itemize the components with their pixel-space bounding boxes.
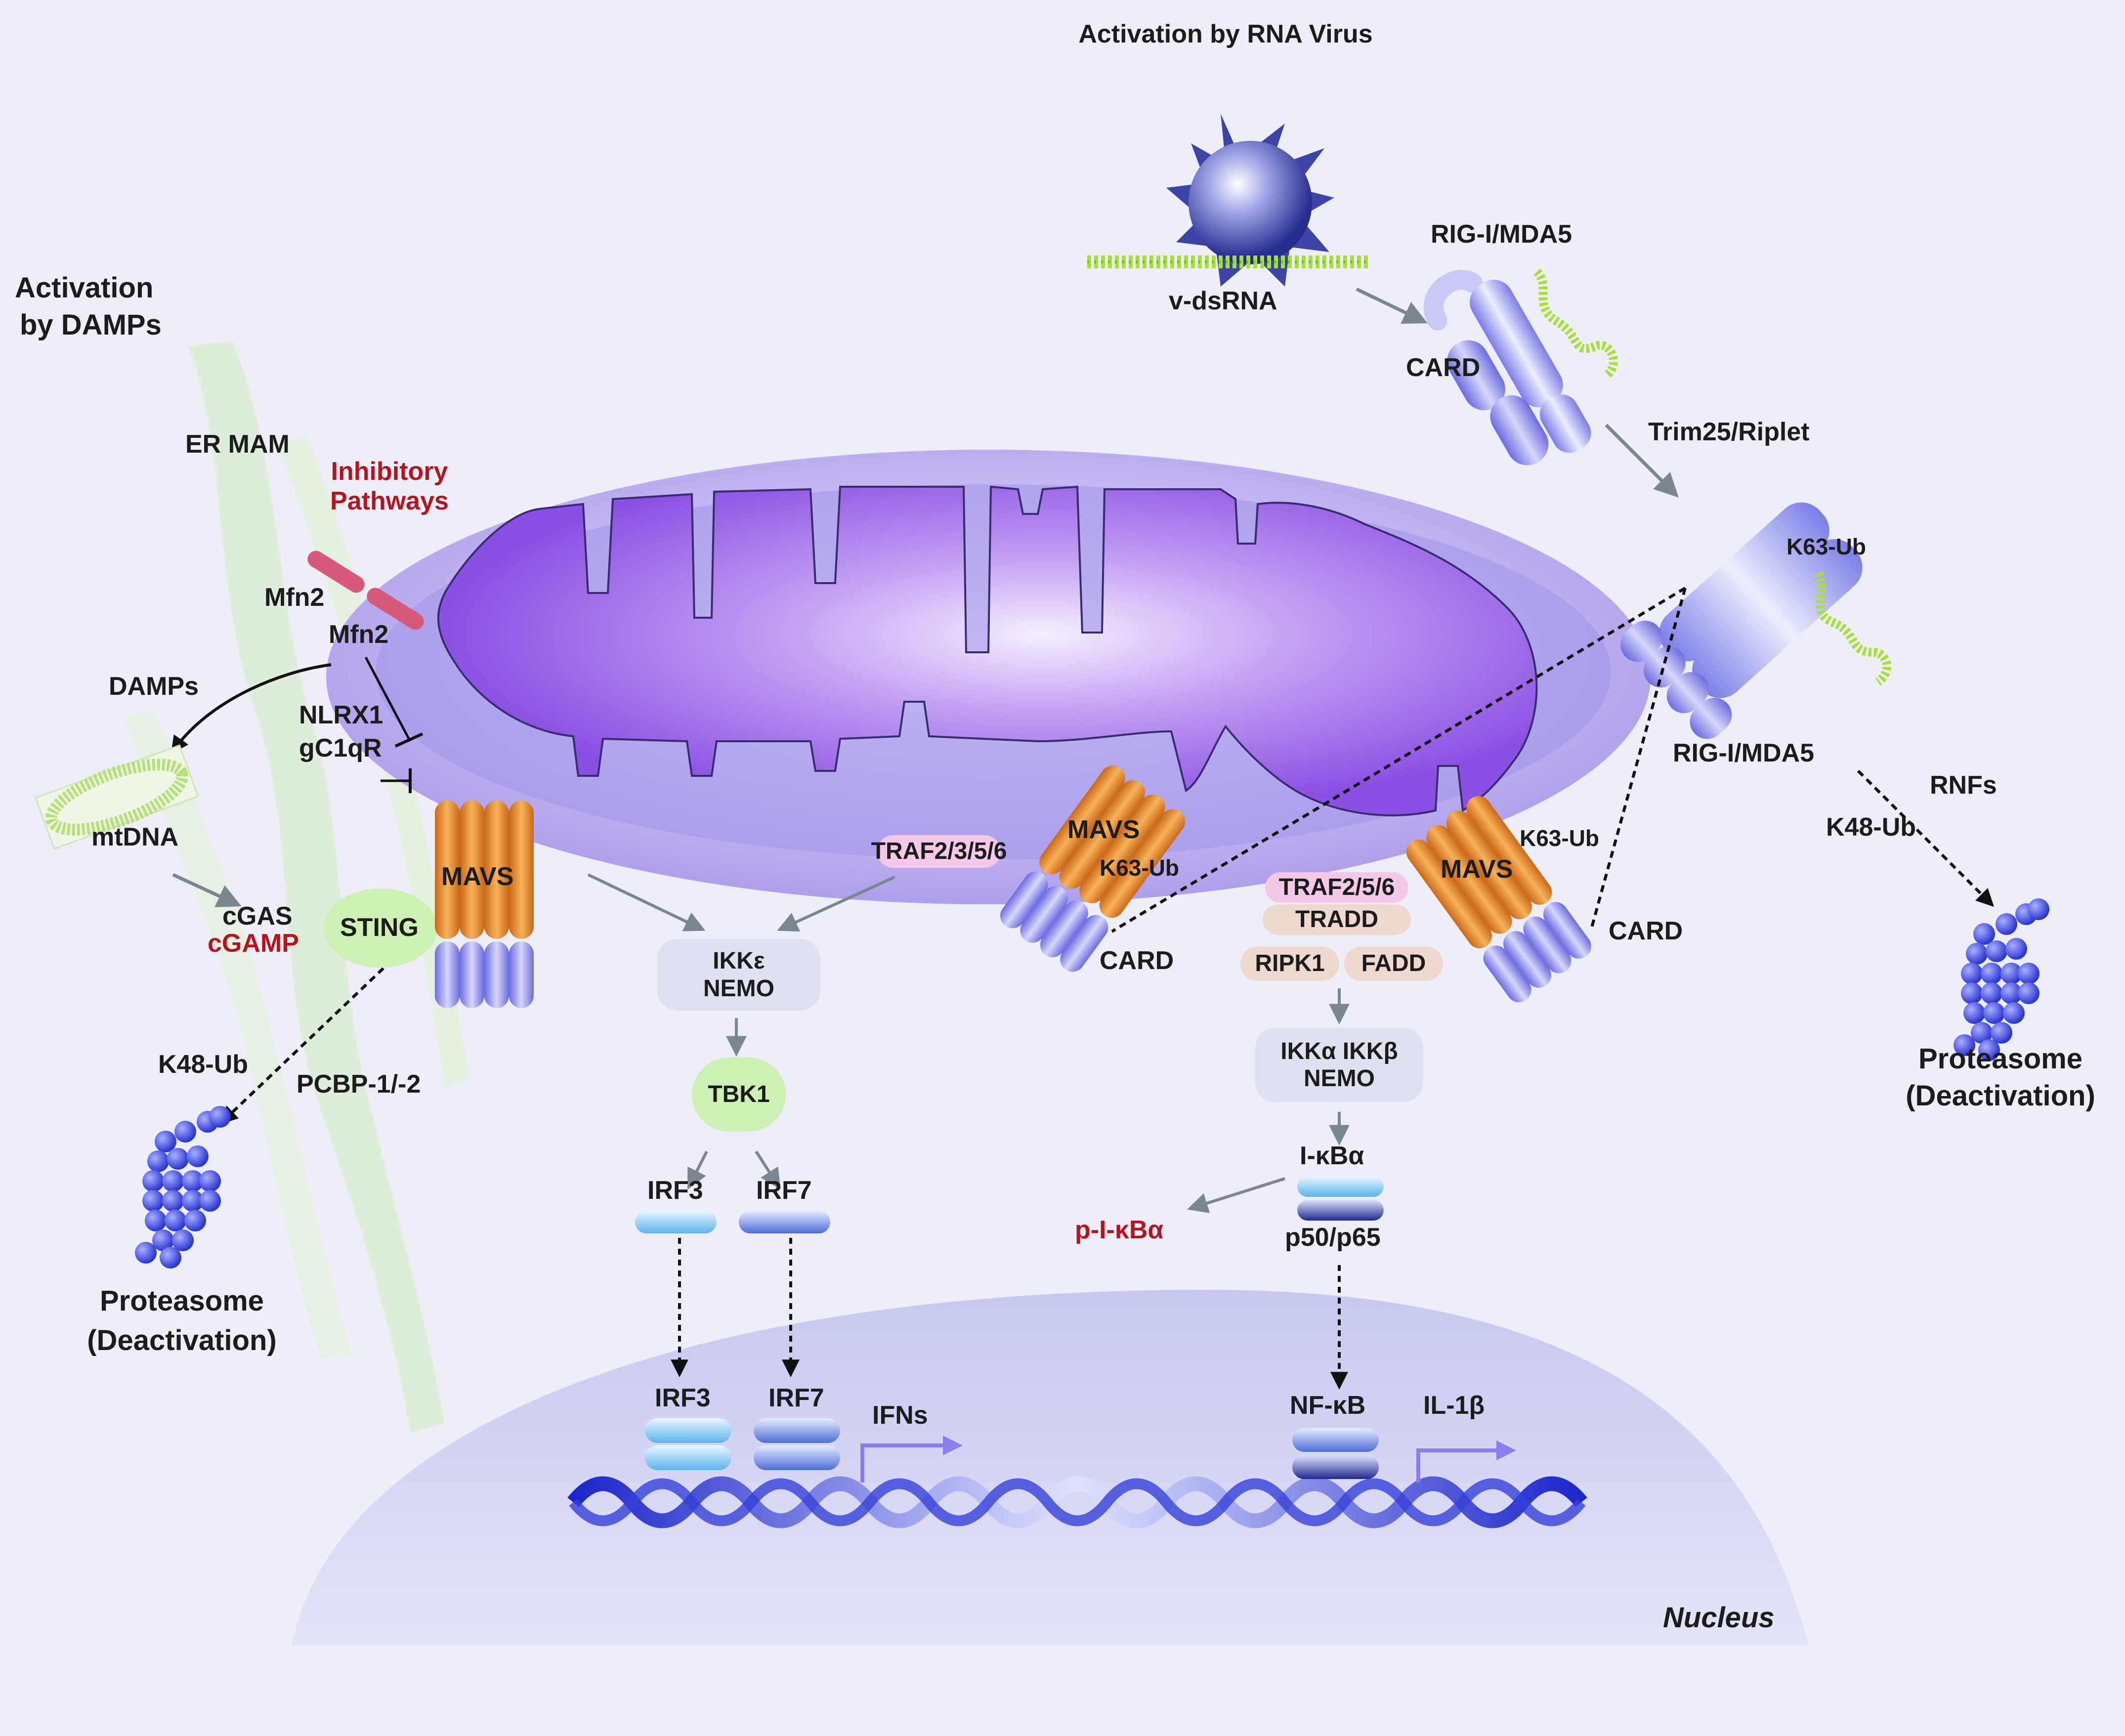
sting-shape	[324, 889, 437, 968]
rnfs-label: RNFs	[1930, 771, 1997, 800]
trim25-label: Trim25/Riplet	[1648, 418, 1810, 446]
damps-title-line1: Activation	[15, 272, 154, 304]
fadd-pill: FADD	[1344, 946, 1443, 981]
nfkb-label: NF-κB	[1290, 1391, 1366, 1420]
proteasome-left-icon	[135, 1106, 231, 1269]
rig-i-active	[1620, 502, 1863, 739]
k48-left-label: K48-Ub	[158, 1050, 249, 1079]
rig-top-label: RIG-I/MDA5	[1431, 220, 1572, 249]
dna-helix	[567, 1476, 1587, 1528]
irf7-cyto-shape	[739, 1211, 830, 1233]
cgas-label: cGAS	[222, 902, 293, 931]
card-right-label: CARD	[1609, 917, 1683, 945]
inhibitory-label-1: Inhibitory	[331, 457, 448, 486]
damps-label: DAMPs	[109, 672, 199, 701]
rig-i-inactive	[1424, 270, 1591, 466]
damps-title-line2: by DAMPs	[20, 309, 162, 341]
proteasome-right-icon	[1954, 898, 2049, 1061]
irf7-nuc-label: IRF7	[768, 1384, 824, 1412]
ripk1-pill: RIPK1	[1240, 946, 1339, 981]
proteasome-right-label-1: Proteasome	[1918, 1043, 2083, 1075]
ikk-nemo-pill: IKKα IKKβ NEMO	[1255, 1028, 1423, 1102]
ifns-label: IFNs	[872, 1401, 928, 1430]
irf3-nuc-shape-2	[645, 1445, 731, 1470]
irf7-cyto-label: IRF7	[756, 1176, 812, 1205]
gc1qr-label: gC1qR	[299, 734, 382, 762]
p-ikba-label: p-I-κBα	[1075, 1216, 1164, 1244]
nucleus-label: Nucleus	[1663, 1602, 1775, 1634]
nemo-label-left: NEMO	[703, 975, 774, 1002]
p50p65-shape	[1297, 1200, 1384, 1221]
mfn2-left-shape	[307, 550, 365, 593]
mtdna-label: mtDNA	[91, 823, 179, 851]
ikba-shape	[1297, 1176, 1384, 1197]
cgamp-label: cGAMP	[208, 929, 299, 958]
irf3-nuc-label: IRF3	[655, 1384, 711, 1412]
ikba-label: I-κBα	[1300, 1142, 1364, 1170]
k48-right-label: K48-Ub	[1826, 813, 1916, 842]
mfn2-label-a: Mfn2	[264, 583, 325, 612]
mavs-right-label: MAVS	[1441, 855, 1513, 884]
tbk1-pill: TBK1	[692, 1058, 786, 1132]
proteasome-right-label-2: (Deactivation)	[1906, 1080, 2095, 1112]
irf3-cyto-label: IRF3	[647, 1176, 703, 1205]
mavs-left-label: MAVS	[441, 862, 514, 891]
ikke-label: IKKε	[713, 948, 765, 974]
pcbp-label: PCBP-1/-2	[297, 1070, 421, 1099]
proteasome-left-label-2: (Deactivation)	[87, 1324, 277, 1356]
k63-center-label: K63-Ub	[1100, 855, 1180, 881]
p50p65-label: p50/p65	[1285, 1223, 1381, 1252]
nlrx1-inhibition	[364, 656, 412, 742]
rna-bound-rig-top	[1533, 268, 1618, 380]
rig-mid-label: RIG-I/MDA5	[1673, 739, 1814, 767]
mavs-center-shape	[1000, 765, 1186, 972]
mfn2-label-b: Mfn2	[329, 620, 389, 649]
rna-bound-rig-mid	[1814, 571, 1891, 686]
tradd-pill: TRADD	[1263, 904, 1411, 935]
mfn2-right-shape	[367, 588, 424, 630]
nlrx1-label: NLRX1	[299, 701, 383, 729]
irf3-nuc-shape-1	[645, 1418, 731, 1443]
sting-label: STING	[340, 913, 419, 942]
rna-virus-title: Activation by RNA Virus	[1078, 20, 1373, 48]
mavs-right-shape	[1406, 796, 1591, 1003]
er-mam-label: ER MAM	[185, 430, 290, 459]
traf2356-pill: TRAF2/3/5/6	[871, 835, 1007, 868]
nfkb-shape-2	[1292, 1455, 1379, 1479]
mitochondrion-shape	[326, 450, 1651, 904]
traf256-pill: TRAF2/5/6	[1265, 872, 1408, 903]
irf7-nuc-shape-2	[754, 1445, 840, 1470]
ikkab-label: IKKα IKKβ	[1280, 1038, 1398, 1064]
ikke-nemo-pill: IKKε NEMO	[657, 939, 820, 1011]
mavs-left-shape	[435, 801, 534, 1008]
k63-right-label: K63-Ub	[1520, 825, 1600, 851]
card-center-label: CARD	[1100, 946, 1174, 975]
inhibitory-label-2: Pathways	[330, 487, 449, 515]
rna-virus-icon	[1166, 114, 1334, 287]
card-top-label: CARD	[1406, 353, 1481, 382]
il1b-transcription-arrow	[1416, 1440, 1516, 1482]
il1b-label: IL-1β	[1423, 1391, 1485, 1420]
nfkb-shape-1	[1292, 1428, 1379, 1452]
proteasome-left-label-1: Proteasome	[99, 1285, 264, 1317]
ifn-transcription-arrow	[860, 1436, 963, 1482]
irf7-nuc-shape-1	[754, 1418, 840, 1443]
damps-arrow	[170, 663, 332, 754]
irf3-cyto-shape	[635, 1211, 717, 1233]
mtdna-icon	[35, 744, 199, 850]
v-dsrna-label: v-dsRNA	[1169, 287, 1277, 315]
mavs-center-label: MAVS	[1067, 815, 1140, 844]
nucleus-shape	[292, 1290, 1809, 1646]
nemo-label-right: NEMO	[1304, 1065, 1375, 1092]
k63-rig-label: K63-Ub	[1786, 534, 1867, 559]
